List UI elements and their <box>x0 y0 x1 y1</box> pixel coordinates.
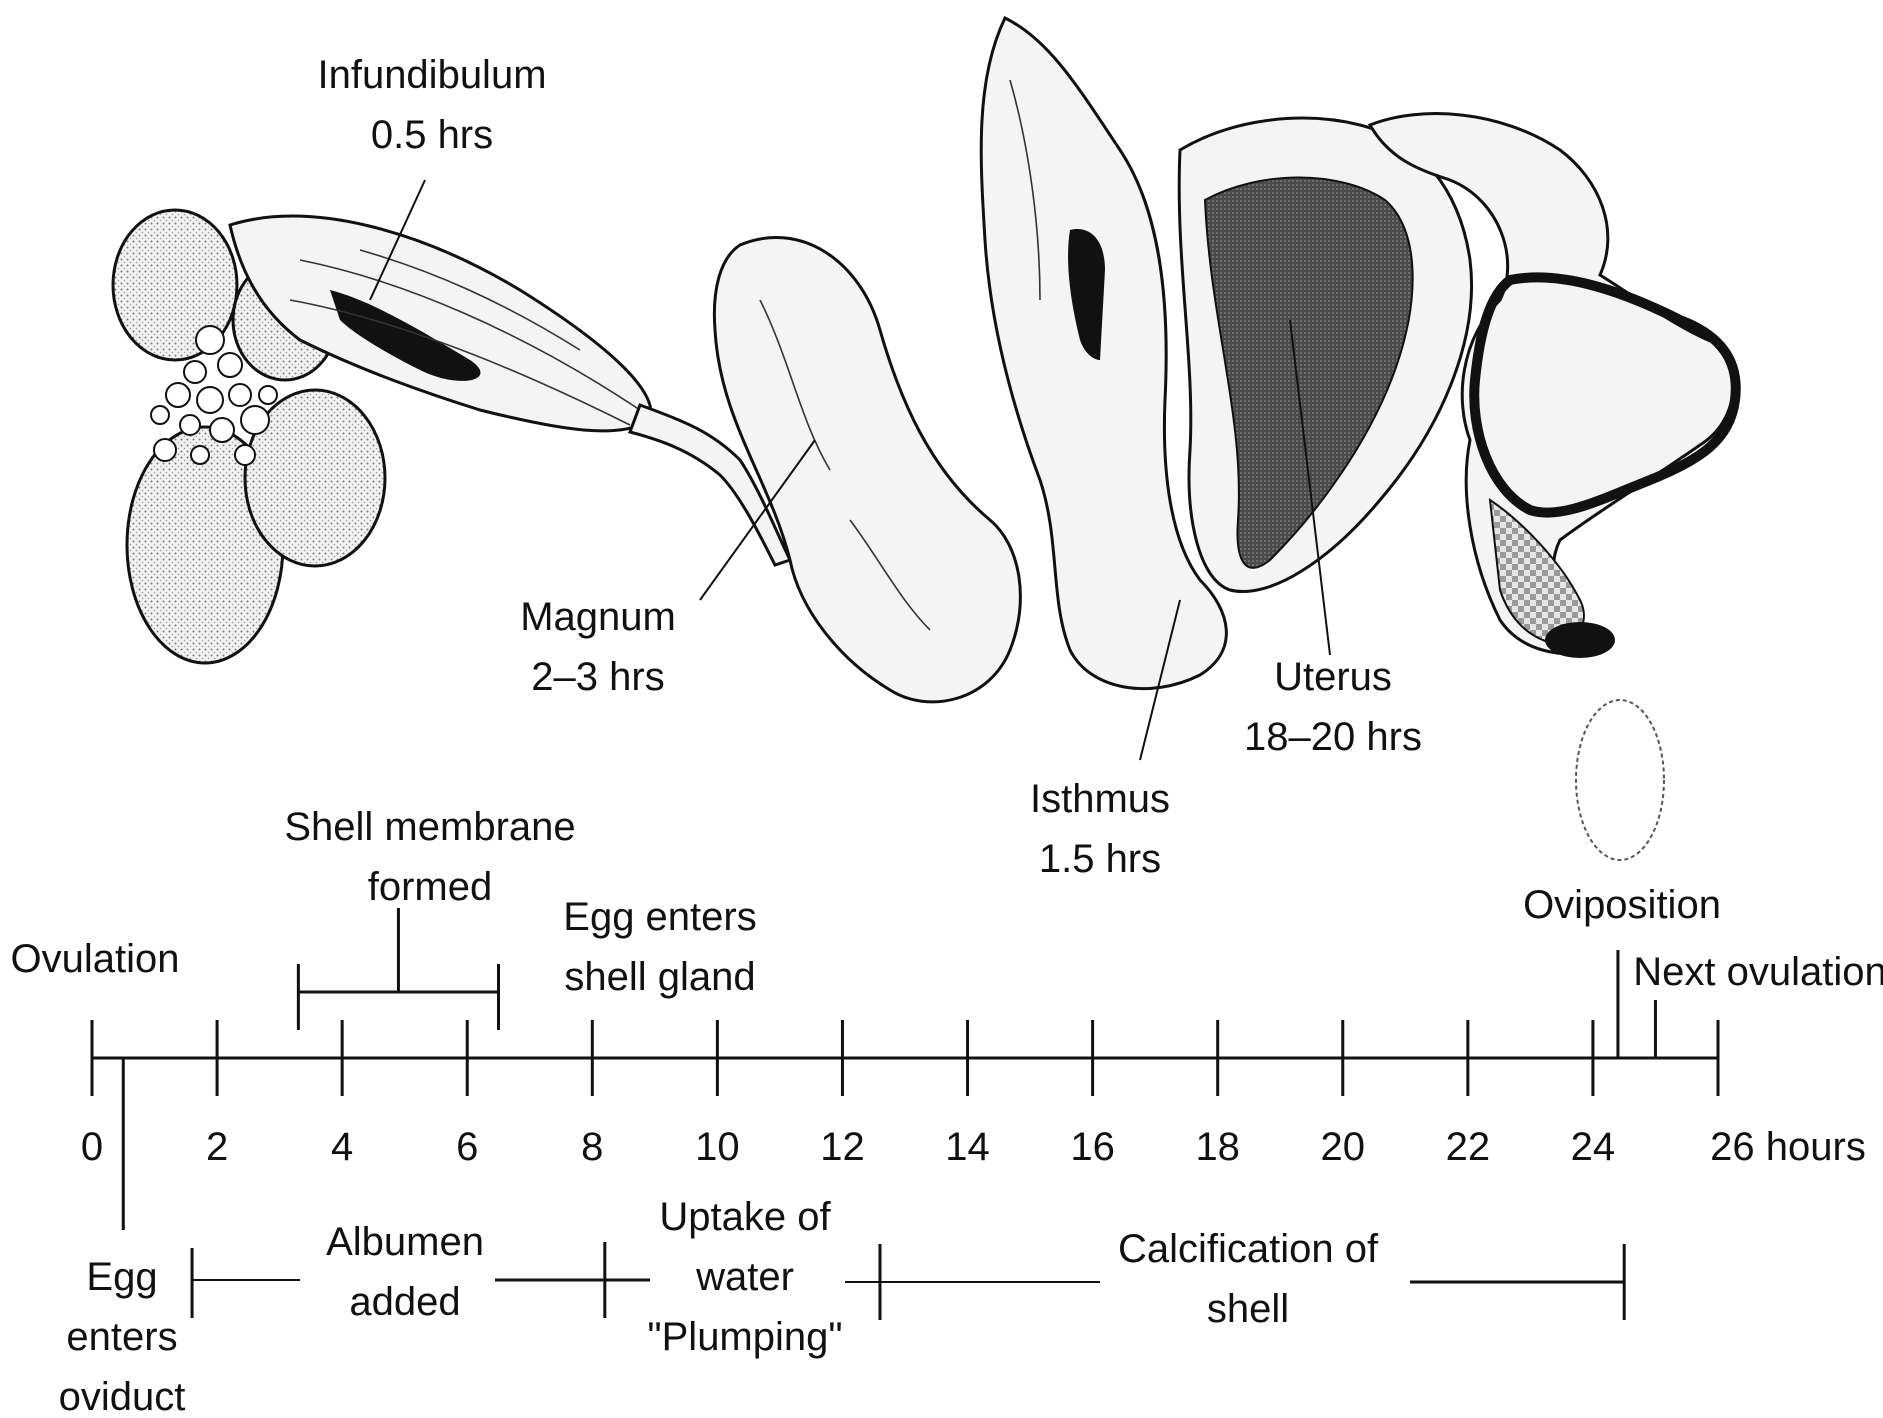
isthmus-label: Isthmus <box>1030 777 1170 821</box>
timeline-tick-label: 20 <box>1321 1125 1366 1169</box>
egg-enters-oviduct-label-3: oviduct <box>59 1375 186 1418</box>
egg-enters-shell-gland-label-1: Egg enters <box>563 895 756 939</box>
shell-membrane-label-1: Shell membrane <box>284 805 575 849</box>
timeline-tick-label: 12 <box>820 1125 865 1169</box>
albumen-label-2: added <box>349 1280 460 1324</box>
oviduct-illustration: Infundibulum 0.5 hrs Magnum 2–3 hrs Isth… <box>113 18 1736 881</box>
shell-membrane-label-2: formed <box>368 865 493 909</box>
timeline-tick-label: 14 <box>945 1125 990 1169</box>
magnum-shape <box>714 238 1020 702</box>
timeline-tick-label: 8 <box>581 1125 603 1169</box>
oviposition-label: Oviposition <box>1523 883 1721 927</box>
timeline-tick-label: 16 <box>1070 1125 1115 1169</box>
timeline-tick-label: 2 <box>206 1125 228 1169</box>
uptake-label-1: Uptake of <box>659 1195 831 1239</box>
isthmus-time: 1.5 hrs <box>1039 837 1161 881</box>
infundibulum-label: Infundibulum <box>317 53 546 97</box>
calcification-label-2: shell <box>1207 1287 1289 1331</box>
albumen-label-1: Albumen <box>326 1220 484 1264</box>
ovulation-label: Ovulation <box>11 937 180 981</box>
calcification-label-1: Calcification of <box>1118 1227 1379 1271</box>
timeline-tick-label: 0 <box>81 1125 103 1169</box>
laid-egg-icon <box>1576 700 1664 860</box>
magnum-label: Magnum <box>520 595 676 639</box>
infundibulum-time: 0.5 hrs <box>371 113 493 157</box>
next-ovulation-label: Next ovulation <box>1633 950 1883 994</box>
shell-membrane-bracket <box>298 908 498 1030</box>
uptake-label-3: "Plumping" <box>647 1315 842 1359</box>
egg-enters-shell-gland-label-2: shell gland <box>564 955 755 999</box>
timeline-tick-label: 24 <box>1571 1125 1616 1169</box>
magnum-time: 2–3 hrs <box>531 655 664 699</box>
timeline: 02468101214161820222426 hours Ovulation … <box>11 805 1883 1418</box>
uterus-time: 18–20 hrs <box>1244 715 1422 759</box>
timeline-tick-label: 6 <box>456 1125 478 1169</box>
egg-enters-oviduct-label-1: Egg <box>86 1255 157 1299</box>
uptake-label-2: water <box>695 1255 794 1299</box>
timeline-tick-label: 26 hours <box>1710 1125 1866 1169</box>
timeline-tick-label: 10 <box>695 1125 740 1169</box>
timeline-ticks: 02468101214161820222426 hours <box>81 1020 1866 1169</box>
timeline-tick-label: 22 <box>1446 1125 1491 1169</box>
uterus-label: Uterus <box>1274 655 1392 699</box>
egg-enters-oviduct-label-2: enters <box>66 1315 177 1359</box>
timeline-tick-label: 4 <box>331 1125 353 1169</box>
timeline-tick-label: 18 <box>1195 1125 1240 1169</box>
